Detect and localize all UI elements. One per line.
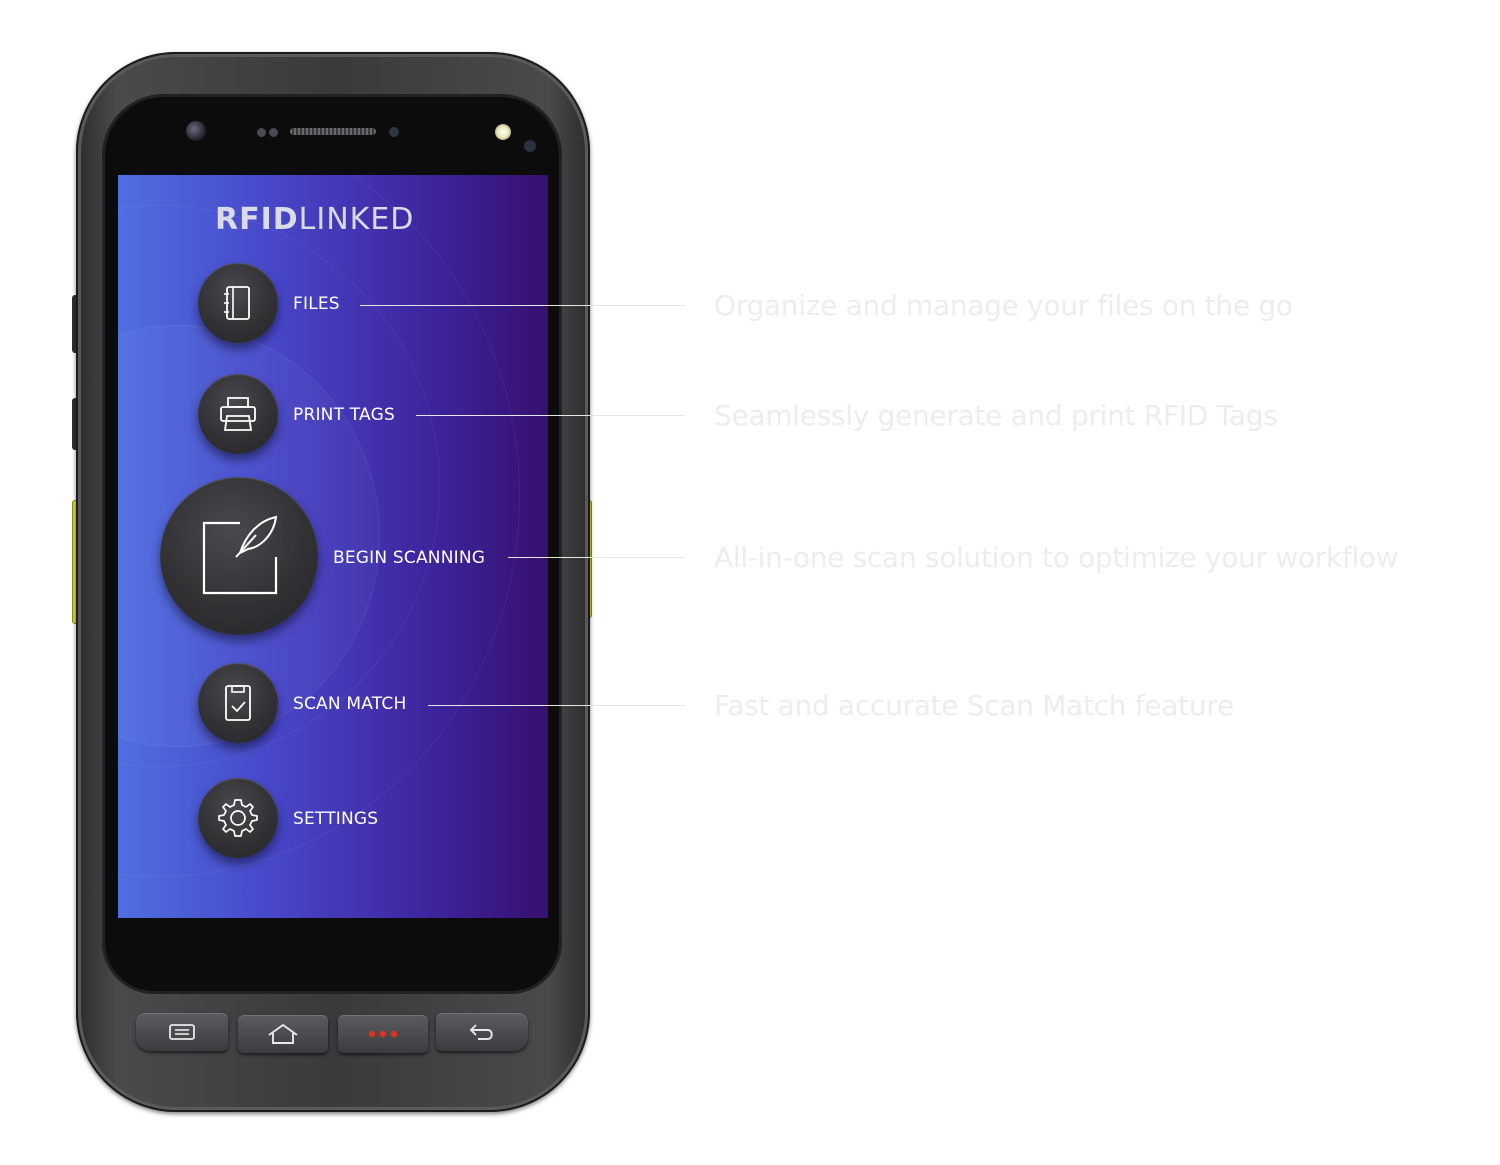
clipboard-check-icon <box>225 685 251 721</box>
settings-label[interactable]: SETTINGS <box>293 809 379 829</box>
callout-line-print-tags <box>416 415 685 416</box>
print-tags-button[interactable] <box>198 374 278 454</box>
gear-icon <box>218 799 258 837</box>
back-icon <box>469 1024 493 1040</box>
sensor-dot <box>257 128 266 137</box>
begin-scanning-button[interactable] <box>160 477 318 635</box>
callout-line-begin-scanning <box>508 557 685 558</box>
logo-light-text: LINKED <box>298 202 415 237</box>
printer-icon <box>220 397 256 431</box>
notification-led <box>495 124 511 140</box>
files-label[interactable]: FILES <box>293 294 340 314</box>
home-icon <box>268 1023 298 1044</box>
logo-bold-text: RFID <box>215 202 299 237</box>
scan-match-label[interactable]: SCAN MATCH <box>293 694 407 714</box>
callout-print-tags: Seamlessly generate and print RFID Tags <box>714 399 1278 432</box>
scan-edit-icon <box>202 515 278 595</box>
proximity-sensor <box>389 127 399 137</box>
front-camera <box>186 121 206 141</box>
files-button[interactable] <box>198 263 278 343</box>
light-sensor <box>524 140 536 152</box>
print-tags-label[interactable]: PRINT TAGS <box>293 405 395 425</box>
more-icon <box>368 1030 398 1038</box>
callout-begin-scanning: All-in-one scan solution to optimize you… <box>714 541 1399 574</box>
app-screen: RFIDLINKED FILES PRINT TAGS BEGIN SCANNI… <box>118 175 548 918</box>
earpiece-speaker <box>290 128 376 135</box>
menu-icon <box>169 1024 195 1040</box>
app-logo: RFIDLINKED <box>215 202 414 237</box>
begin-scanning-label[interactable]: BEGIN SCANNING <box>333 548 486 568</box>
back-key[interactable] <box>436 1013 528 1051</box>
notebook-icon <box>224 286 250 320</box>
settings-button[interactable] <box>198 778 278 858</box>
more-key[interactable] <box>338 1015 428 1053</box>
callout-files: Organize and manage your files on the go <box>714 289 1293 322</box>
callout-line-files <box>360 305 685 306</box>
sensor-dot <box>269 128 278 137</box>
menu-key[interactable] <box>136 1013 228 1051</box>
scan-match-button[interactable] <box>198 663 278 743</box>
callout-scan-match: Fast and accurate Scan Match feature <box>714 689 1234 722</box>
home-key[interactable] <box>238 1015 328 1053</box>
callout-line-scan-match <box>428 705 685 706</box>
